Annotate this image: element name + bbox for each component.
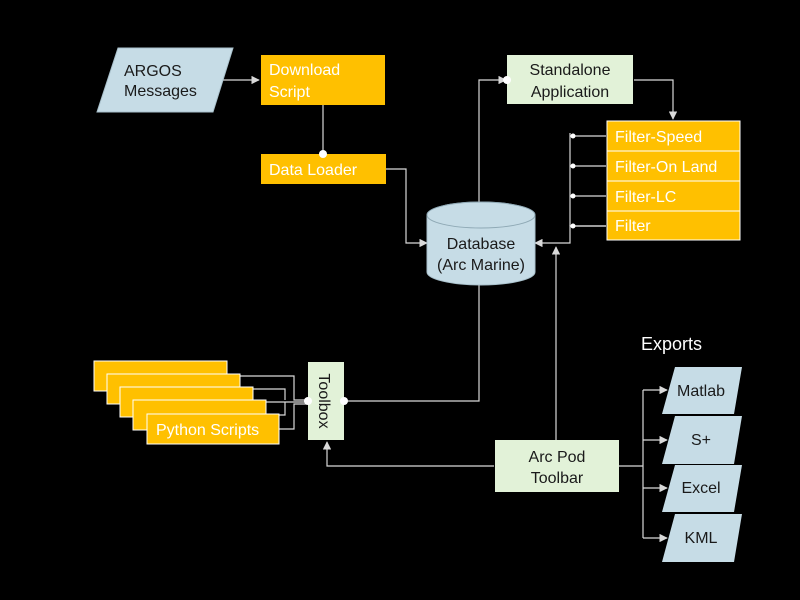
filter-speed-label: Filter-Speed (615, 129, 702, 146)
dot-toolbox-left (304, 397, 312, 405)
connector-scripts-toolbox-2 (240, 388, 286, 400)
connector-arcpod-toolbox (322, 441, 494, 467)
dot-filter-lc (570, 193, 576, 199)
exports-group: Exports Matlab S+ Excel KML (641, 334, 742, 562)
connector-dots (304, 76, 576, 405)
connector-scripts-toolbox-1 (227, 375, 307, 401)
dot-standalone-left (503, 76, 511, 84)
dot-filter-onland (570, 163, 576, 169)
data-loader-label: Data Loader (269, 162, 358, 179)
dot-loader-top (319, 150, 327, 158)
database-node: Database (Arc Marine) (426, 201, 536, 286)
connector-database-toolbox (344, 285, 480, 402)
toolbox-box (308, 362, 344, 440)
export-excel-label: Excel (681, 480, 720, 497)
dot-toolbox-right (340, 397, 348, 405)
connector-scripts-toolbox-5 (279, 403, 307, 430)
database-line2: (Arc Marine) (437, 257, 525, 274)
export-splus-shape (662, 416, 742, 464)
argos-messages-node: ARGOS Messages (96, 47, 234, 113)
arc-pod-toolbar-box (495, 440, 619, 492)
dot-filter (570, 223, 576, 229)
connector-scripts-toolbox-4 (266, 402, 286, 416)
download-script-line2: Script (269, 84, 310, 101)
export-excel-shape (662, 465, 742, 512)
dot-filter-speed (570, 133, 576, 139)
download-script-node: Download Script (261, 55, 385, 105)
python-scripts-stack: Python Scripts (93, 360, 280, 445)
toolbox-label: Toolbox (315, 373, 332, 428)
argos-messages-shape (96, 47, 234, 113)
arc-pod-line1: Arc Pod (529, 449, 586, 466)
argos-label-line1: ARGOS (124, 63, 182, 80)
filter-onland-label: Filter-On Land (615, 159, 717, 176)
standalone-line2: Application (531, 84, 609, 101)
argos-label-line2: Messages (124, 83, 197, 100)
python-script-layer-5 (146, 413, 280, 445)
connector-loader-database (386, 168, 428, 248)
standalone-line1: Standalone (530, 62, 611, 79)
connector-standalone-filters (634, 79, 678, 120)
filter-speed-box (606, 120, 741, 152)
database-line1: Database (447, 236, 516, 253)
data-loader-node: Data Loader (261, 154, 386, 184)
download-script-box (261, 55, 385, 105)
filter-lc-label: Filter-LC (615, 189, 676, 206)
connector-database-standalone (478, 75, 507, 205)
filter-label: Filter (615, 218, 651, 235)
standalone-app-box (507, 55, 633, 104)
python-scripts-label: Python Scripts (156, 422, 259, 439)
filter-box (606, 210, 741, 241)
export-matlab-label: Matlab (677, 383, 725, 400)
export-matlab-shape (662, 367, 742, 414)
data-loader-box (261, 154, 386, 184)
arc-pod-line2: Toolbar (531, 470, 584, 487)
export-splus-label: S+ (691, 432, 711, 449)
export-kml-shape (662, 514, 742, 562)
filter-onland-box (606, 150, 741, 182)
connectors (212, 75, 678, 543)
standalone-app-node: Standalone Application (507, 55, 633, 104)
exports-title: Exports (641, 334, 702, 354)
download-script-line1: Download (269, 62, 340, 79)
connector-filters-database (534, 225, 606, 248)
filters-stack: Filter-Speed Filter-On Land Filter-LC Fi… (606, 120, 741, 241)
database-cylinder-top (426, 201, 536, 229)
arc-pod-toolbar-node: Arc Pod Toolbar (495, 440, 619, 492)
toolbox-node: Toolbox (308, 362, 344, 440)
export-kml-label: KML (685, 530, 718, 547)
